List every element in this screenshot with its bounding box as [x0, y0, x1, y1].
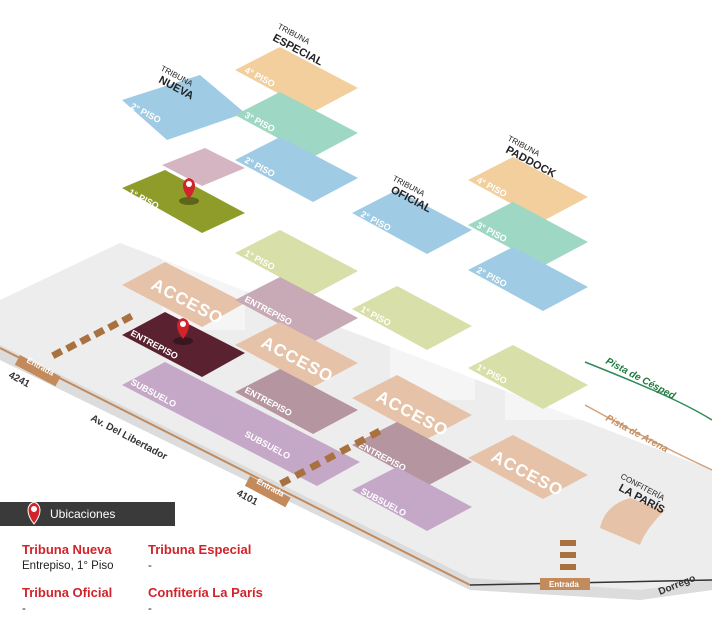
- street-line-libertador: [0, 347, 471, 586]
- especial-floor-1[interactable]: [235, 230, 358, 295]
- track-cesped-line: [584, 361, 712, 421]
- nueva-floor-1[interactable]: [122, 170, 245, 233]
- especial-acceso[interactable]: [235, 322, 358, 387]
- confiteria-building[interactable]: [600, 498, 665, 545]
- nueva-floor-mid: [162, 148, 245, 186]
- entrada-tag-dorrego: Entrada: [549, 580, 579, 589]
- legend-item-nueva[interactable]: Tribuna Nueva Entrepiso, 1° Piso: [22, 542, 162, 574]
- paddock-floor-3[interactable]: [468, 202, 588, 266]
- legend-panel: Ubicaciones Tribuna Nueva Entrepiso, 1° …: [0, 501, 712, 643]
- legend-item-confiteria[interactable]: Confitería La París -: [148, 585, 288, 617]
- legend-item-oficial[interactable]: Tribuna Oficial -: [22, 585, 162, 617]
- paddock-floor-2[interactable]: [468, 247, 588, 311]
- nueva-floor-2[interactable]: [122, 75, 245, 140]
- location-pin-2[interactable]: [173, 318, 193, 345]
- track-arena-line: [584, 404, 712, 471]
- oficial-floor-1[interactable]: [352, 286, 472, 350]
- oficial-subsuelo[interactable]: [352, 467, 472, 531]
- legend-item-value: -: [148, 603, 152, 615]
- legend-item-title: Confitería La París: [148, 585, 263, 600]
- legend-header: Ubicaciones: [0, 501, 175, 526]
- nueva-entrepiso[interactable]: [122, 312, 245, 377]
- entrada-tag-dorrego-bg: [540, 578, 590, 590]
- oficial-acceso[interactable]: [352, 375, 472, 439]
- legend-title: Ubicaciones: [50, 507, 116, 521]
- entrada-tag-4241-bg: [14, 355, 61, 387]
- track-cesped-label: Pista de Césped: [604, 356, 678, 402]
- entrance-squares-4241: [51, 313, 134, 359]
- column-oficial: [390, 200, 475, 400]
- paddock-floor-1[interactable]: [468, 345, 588, 409]
- especial-entrepiso[interactable]: [235, 277, 358, 342]
- legend-item-value: Entrepiso, 1° Piso: [22, 560, 114, 572]
- especial-floor-2[interactable]: [235, 137, 358, 202]
- oficial-entrepiso[interactable]: [352, 422, 472, 486]
- paddock-floor-4[interactable]: [468, 157, 588, 221]
- entrada-tag-4101-bg: [244, 476, 291, 508]
- legend-item-value: -: [148, 560, 152, 572]
- legend-item-title: Tribuna Especial: [148, 542, 252, 557]
- entrance-squares-4101: [279, 428, 382, 487]
- nueva-subsuelo[interactable]: [122, 362, 360, 486]
- especial-entrepiso-lower[interactable]: [235, 369, 358, 434]
- location-pin-icon: [27, 501, 41, 525]
- especial-floor-3[interactable]: [235, 92, 358, 157]
- legend-item-title: Tribuna Nueva: [22, 542, 112, 557]
- legend-item-especial[interactable]: Tribuna Especial -: [148, 542, 288, 574]
- location-pin-1[interactable]: [179, 178, 199, 205]
- legend-item-value: -: [22, 603, 26, 615]
- legend-item-title: Tribuna Oficial: [22, 585, 113, 600]
- street-line-dorrego: [469, 579, 712, 586]
- paddock-acceso[interactable]: [468, 435, 588, 499]
- especial-floor-4[interactable]: [235, 47, 358, 112]
- entrance-squares-dorrego: [560, 540, 576, 570]
- oficial-floor-2[interactable]: [352, 190, 472, 254]
- nueva-acceso[interactable]: [122, 262, 245, 327]
